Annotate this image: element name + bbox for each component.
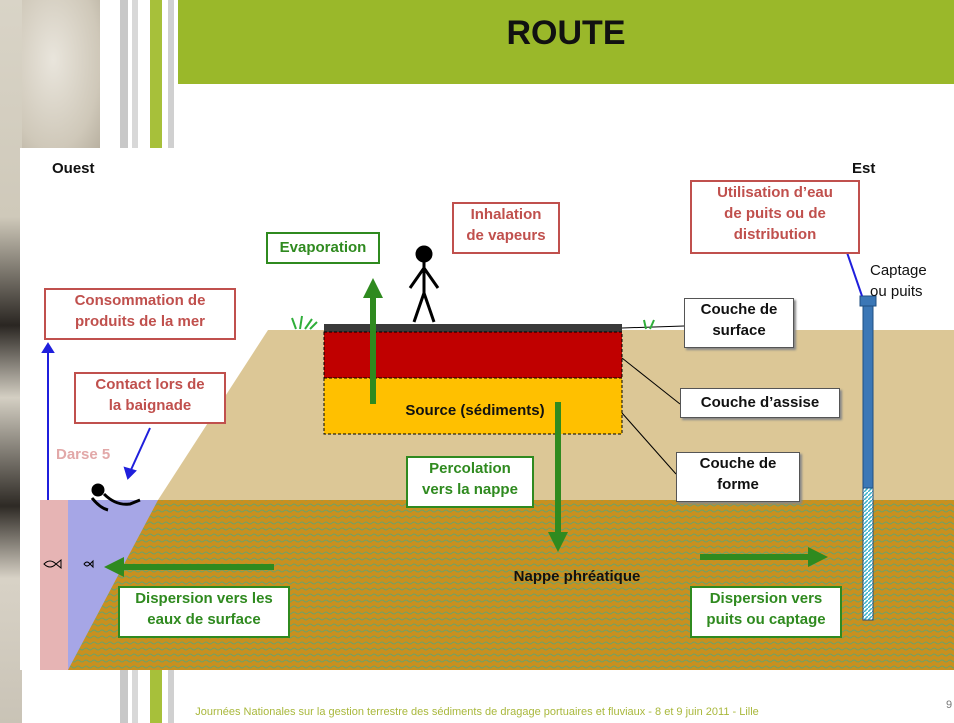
decor-stripe [150, 0, 162, 150]
groundwater-area [40, 500, 954, 670]
seafood-label: Consommation de produits de la mer [44, 288, 236, 340]
evaporation-label: Evaporation [266, 232, 380, 264]
inhalation-label: Inhalation de vapeurs [452, 202, 560, 254]
dispersion-surface-label: Dispersion vers les eaux de surface [118, 586, 290, 638]
water-table-label: Nappe phréatique [513, 568, 641, 585]
percolation-label: Percolation vers la nappe [406, 456, 534, 508]
source-label: Source (sédiments) [405, 402, 545, 419]
sea-area [40, 500, 158, 670]
page-number: 9 [946, 699, 953, 711]
stone-texture-top [22, 0, 100, 150]
footer-text: Journées Nationales sur la gestion terre… [195, 706, 759, 718]
slide-title: ROUTE [506, 14, 626, 52]
swimmer-icon [90, 483, 141, 512]
surface-layer [323, 331, 623, 379]
decor-stripe [132, 0, 138, 150]
well-cap [859, 295, 877, 307]
surface-layer-label: Couche de surface [684, 298, 794, 348]
well-screen [862, 487, 874, 621]
leader-line [621, 325, 685, 329]
decor-stripe [120, 0, 128, 150]
dispersion-well-label: Dispersion vers puits ou captage [690, 586, 842, 638]
exposure-pathways-diagram: Ouest Est Inhalation de vapeurs Evaporat… [20, 148, 954, 670]
east-label: Est [852, 160, 876, 177]
darse-water [40, 500, 68, 670]
base-layer-label: Couche d’assise [680, 388, 840, 418]
decor-stripes-bottom [100, 670, 180, 723]
stone-texture-left [0, 0, 22, 723]
form-layer-label: Couche de forme [676, 452, 800, 502]
well-use-label: Utilisation d’eau de puits ou de distrib… [690, 180, 860, 254]
leader-line [621, 412, 677, 475]
grass-icon [291, 315, 655, 330]
fish-icon [43, 558, 94, 570]
swimming-label: Contact lors de la baignade [74, 372, 226, 424]
well-label: Captage ou puits [870, 262, 927, 300]
person-icon [408, 245, 440, 323]
darse-label: Darse 5 [56, 446, 111, 463]
decor-stripe [168, 0, 174, 150]
west-label: Ouest [52, 160, 95, 177]
leader-line [621, 357, 681, 405]
title-bar [178, 0, 954, 84]
green-arrows [104, 278, 828, 577]
top-layer [324, 324, 622, 332]
